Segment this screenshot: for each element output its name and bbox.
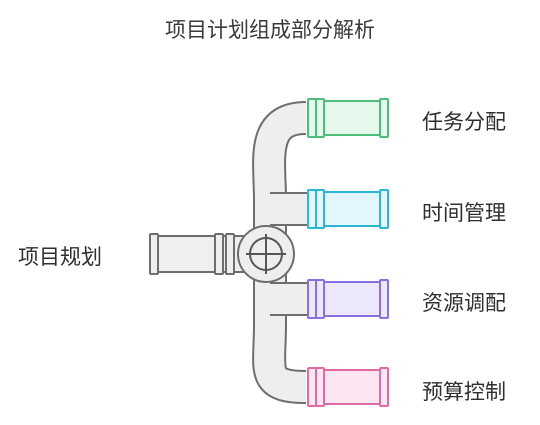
branch-pipe-task: [307, 98, 389, 138]
branch-label-budget: 预算控制: [422, 380, 506, 404]
branch-flange-time-0: [307, 189, 317, 229]
branch-flange-budget-2: [379, 367, 389, 407]
diagram-title: 项目计划组成部分解析: [165, 18, 375, 42]
source-label: 项目规划: [18, 245, 102, 269]
branch-flange-resource-2: [379, 279, 389, 319]
branch-flange-time-1: [315, 189, 325, 229]
source-pipe-flange-b: [225, 233, 235, 275]
branch-pipe-resource: [307, 279, 389, 319]
branch-flange-task-1: [315, 98, 325, 138]
branch-flange-task-0: [307, 98, 317, 138]
source-pipe-flange-a: [214, 233, 224, 275]
branch-label-resource: 资源调配: [422, 291, 506, 315]
branch-label-time: 时间管理: [422, 201, 506, 225]
branch-flange-resource-0: [307, 279, 317, 319]
branch-flange-budget-0: [307, 367, 317, 407]
source-pipe: [149, 233, 249, 275]
branch-flange-time-2: [379, 189, 389, 229]
branch-pipe-time: [307, 189, 389, 229]
trunk-pipe: [252, 101, 310, 404]
source-pipe-cap-left: [149, 233, 159, 275]
branch-pipe-budget: [307, 367, 389, 407]
branch-pipes: [307, 98, 389, 407]
branch-label-task: 任务分配: [422, 110, 506, 134]
crosshair-valve-icon: [237, 225, 295, 283]
branch-flange-resource-1: [315, 279, 325, 319]
branch-flange-budget-1: [315, 367, 325, 407]
branch-flange-task-2: [379, 98, 389, 138]
